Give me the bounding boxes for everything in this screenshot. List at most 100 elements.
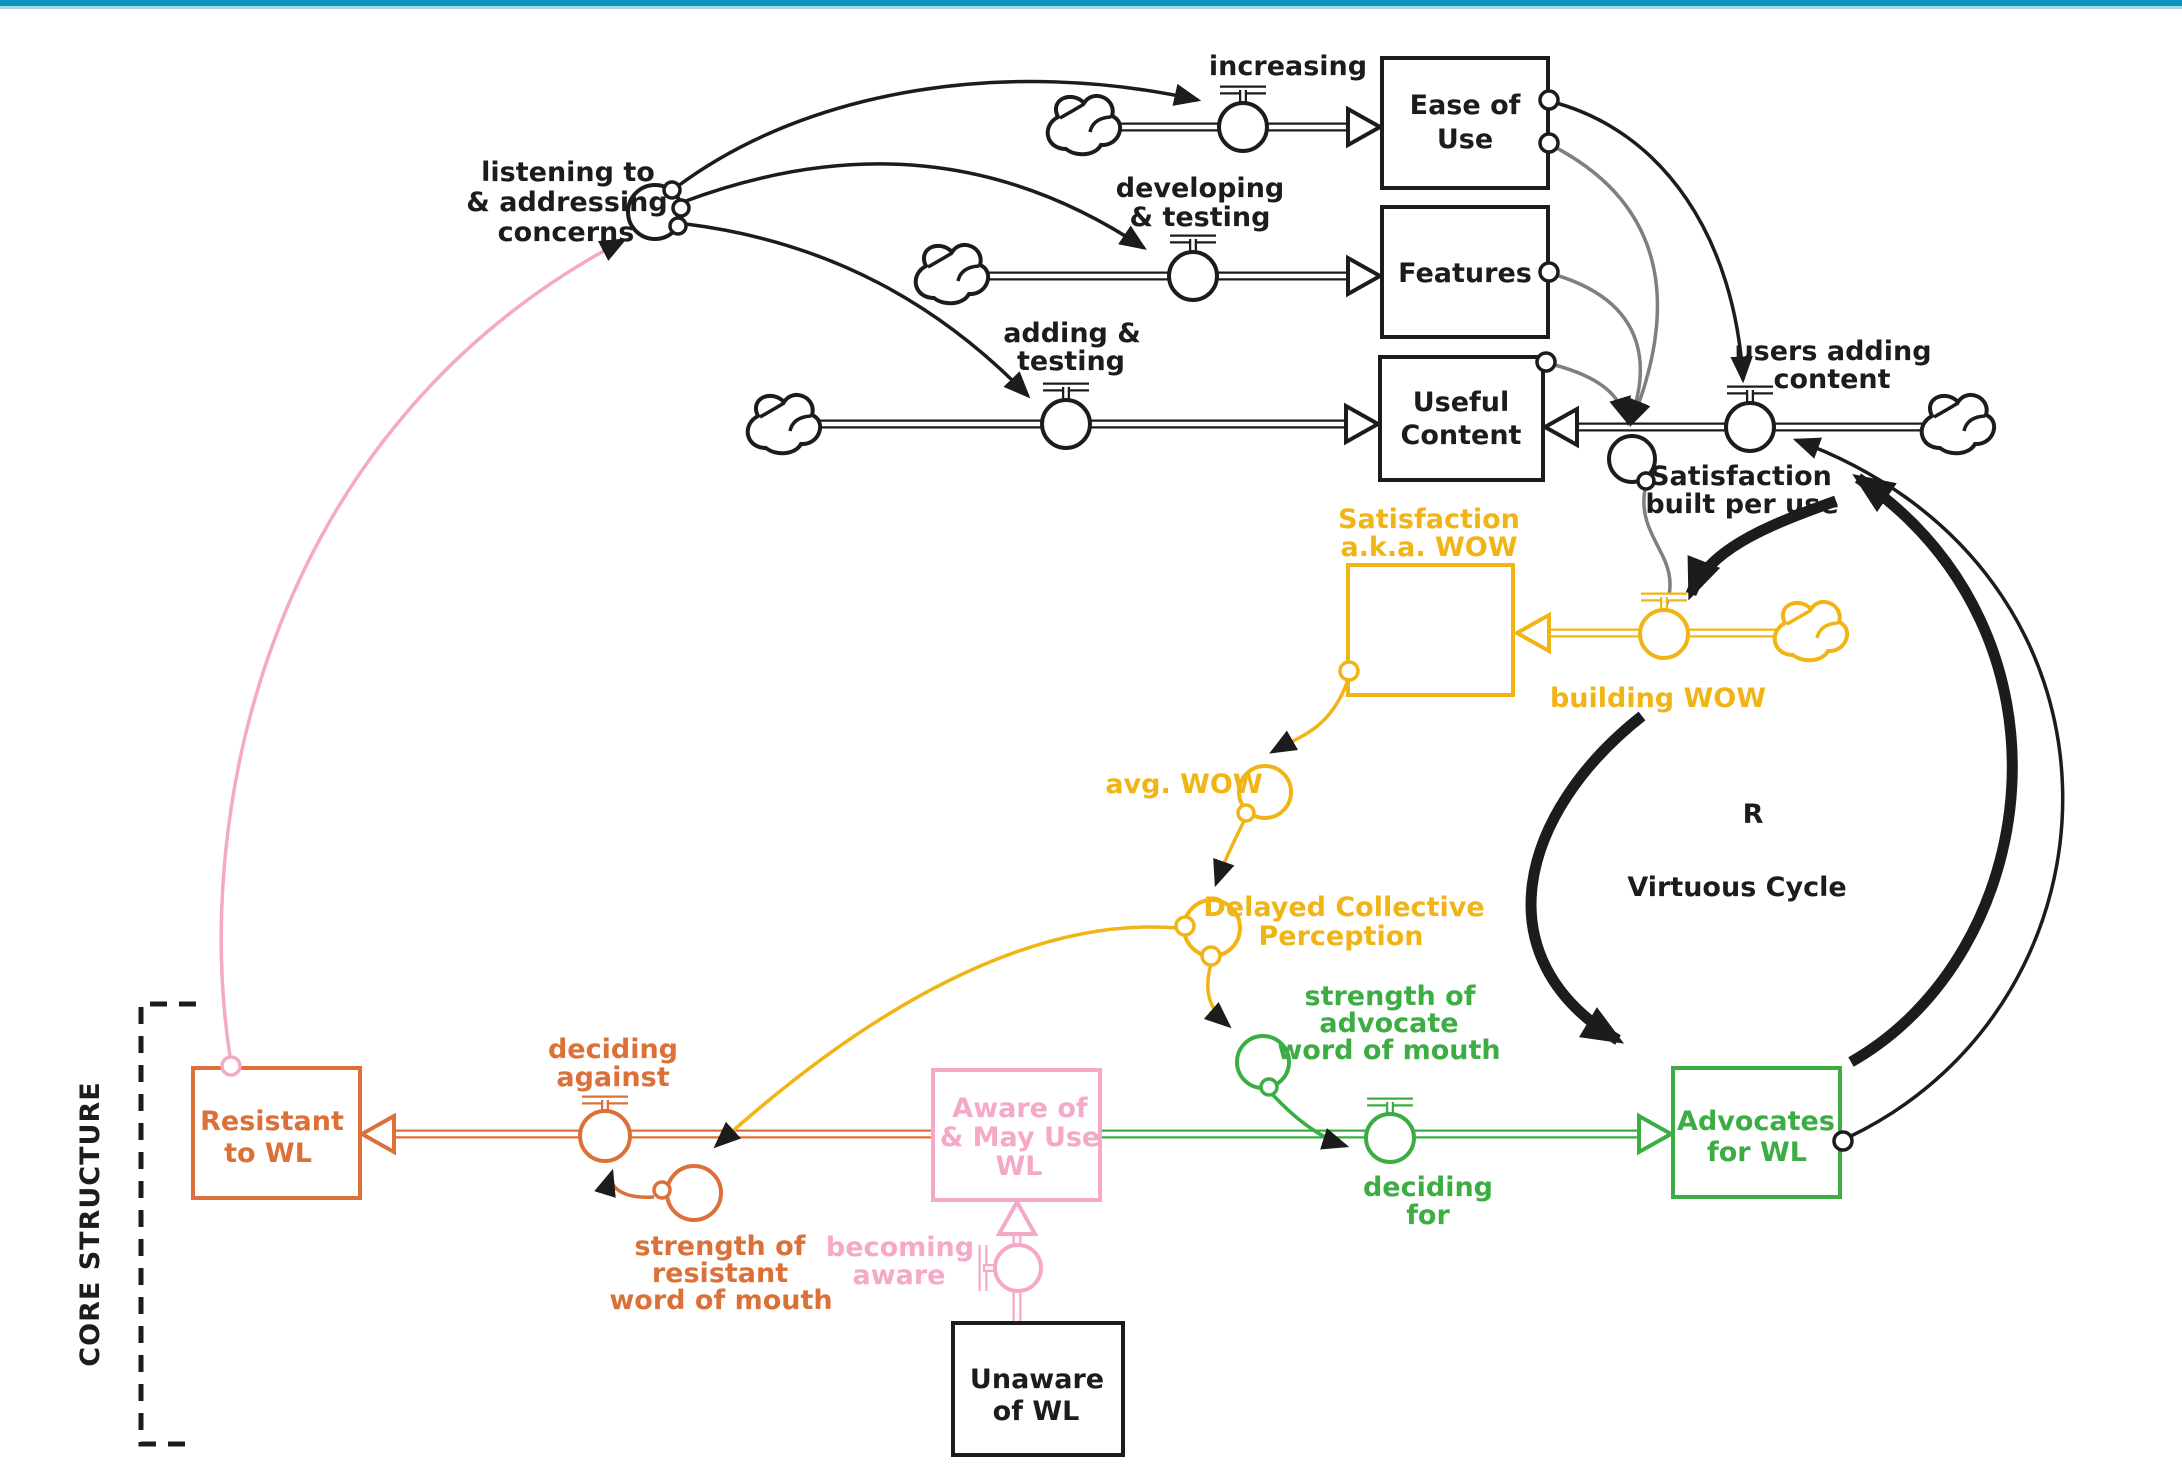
loop-arrows [1525,473,2018,1067]
label-deciding-for-1: deciding [1363,1172,1493,1203]
connector-ease-to-satisfaction-built [1548,142,1660,428]
label-users-adding-2: content [1773,364,1890,395]
label-deciding-for-2: for [1406,1200,1450,1231]
stock-unaware-of-wl[interactable]: Unaware of WL [951,1321,1125,1457]
valve-adding[interactable] [1040,382,1092,450]
label-listening-1: listening to [481,157,655,188]
converter-resistant-wom[interactable] [652,1164,723,1222]
label-avg-wow: avg. WOW [1105,769,1262,800]
core-structure-bracket: CORE STRUCTURE [75,1001,196,1447]
connector-advocates-to-users-valve [1792,437,2065,1139]
cloud-source-increasing[interactable] [1045,93,1123,157]
stock-unaware-label-2: of WL [993,1396,1080,1427]
cloud-source-building-wow[interactable] [1772,599,1850,663]
label-advocate-wom-1: strength of [1305,981,1476,1012]
port-features[interactable] [1538,261,1560,283]
port-satisfaction[interactable] [1338,660,1360,682]
connector-features-to-satisfaction-built [1548,271,1649,427]
stock-resistant-label-1: Resistant [200,1106,344,1137]
valve-developing[interactable] [1167,234,1219,302]
connector-satisfaction-built-to-building-wow [1642,488,1672,607]
label-deciding-against-2: against [556,1062,669,1093]
loop-arrow-building-wow-to-advocates [1525,711,1646,1045]
label-advocate-wom-2: advocate [1319,1008,1458,1039]
label-building-wow: building WOW [1550,683,1766,714]
cloud-source-adding[interactable] [745,392,823,456]
label-satisfaction-built-2: built per use [1645,489,1838,520]
connector-listening-to-increasing [676,79,1202,188]
stock-useful-content-label-2: Content [1401,420,1522,451]
label-loop-name: Virtuous Cycle [1627,872,1846,903]
connector-listening-to-developing [682,162,1147,250]
connector-listening-to-adding [685,222,1031,399]
loop-arrow-satisfaction-to-building-wow [1685,495,1838,601]
stock-ease-of-use-label-1: Ease of [1410,90,1521,121]
port-advocates[interactable] [1832,1130,1854,1152]
connector-perception-to-advocate-wom [1203,963,1232,1029]
flow-arrow-into-aware [995,1197,1039,1236]
converter-avg-wow[interactable] [1236,764,1293,823]
flow-arrow-into-satisfaction [1512,611,1551,655]
converter-satisfaction-built[interactable] [1607,434,1657,491]
top-accent-bar [0,0,2182,6]
converter-delayed-perception[interactable] [1174,898,1242,967]
label-adding-2: testing [1017,346,1125,377]
valve-increasing[interactable] [1217,85,1269,153]
label-perception-1: Delayed Collective [1203,892,1484,923]
flow-arrow-into-useful-left [1344,402,1383,446]
flow-arrow-into-advocates [1637,1112,1676,1156]
stock-aware-label-2: & May Use [940,1122,1101,1153]
port-useful-content[interactable] [1535,351,1557,373]
converter-advocate-wom[interactable] [1235,1034,1291,1097]
flow-arrow-into-ease [1346,105,1385,149]
connector-perception-to-resistant-wom [713,925,1179,1149]
label-loop-id: R [1743,799,1764,830]
stock-satisfaction-label-1: Satisfaction [1338,504,1520,535]
stock-aware-label-3: WL [996,1151,1043,1182]
valve-becoming-aware[interactable] [978,1243,1043,1293]
cloud-source-developing[interactable] [913,242,991,306]
connector-useful-to-satisfaction-built [1546,361,1631,425]
stock-advocates-label-1: Advocates [1677,1106,1835,1137]
stock-resistant-label-2: to WL [224,1138,312,1169]
stock-ease-of-use[interactable]: Ease of Use [1380,56,1550,190]
converter-listening[interactable] [626,180,691,241]
port-resistant[interactable] [220,1055,242,1077]
label-becoming-aware-1: becoming [826,1232,974,1263]
stock-advocates-for-wl[interactable]: Advocates for WL [1671,1066,1842,1199]
stock-resistant-to-wl[interactable]: Resistant to WL [191,1066,362,1200]
label-deciding-against-1: deciding [548,1034,678,1065]
valve-building-wow[interactable] [1638,592,1690,660]
port-ease-top[interactable] [1538,89,1560,111]
connector-ease-to-users-valve [1548,99,1753,384]
stock-aware-label-1: Aware of [952,1093,1088,1124]
stock-aware-of-wl[interactable]: Aware of & May Use WL [931,1068,1102,1202]
stock-ease-of-use-label-2: Use [1437,124,1493,155]
label-becoming-aware-2: aware [852,1260,945,1291]
label-developing-2: & testing [1130,202,1271,233]
stock-advocates-label-2: for WL [1707,1137,1807,1168]
label-resistant-wom-3: word of mouth [609,1285,832,1316]
stock-satisfaction-label-2: a.k.a. WOW [1340,532,1517,563]
stock-useful-content[interactable]: Useful Content [1378,355,1545,482]
valve-deciding-for[interactable] [1364,1097,1416,1164]
label-resistant-wom-2: resistant [652,1258,788,1289]
label-resistant-wom-1: strength of [635,1231,806,1262]
cloud-source-users-adding[interactable] [1919,392,1997,456]
label-listening-3: concerns [498,217,635,248]
stock-features-label: Features [1398,258,1532,289]
port-ease-bottom[interactable] [1538,132,1560,154]
top-accent-bar-light [0,6,2182,9]
stock-features[interactable]: Features [1380,205,1550,339]
label-adding-1: adding & [1003,318,1141,349]
label-perception-2: Perception [1259,921,1424,952]
loop-arrow-advocates-to-satisfaction [1848,473,2018,1067]
connector-resistant-wom-to-deciding-against [594,1168,655,1199]
connector-avg-wow-to-perception [1213,820,1246,888]
flow-arrow-into-useful-right [1540,405,1579,449]
stock-satisfaction-wow[interactable]: Satisfaction a.k.a. WOW [1338,504,1520,697]
flow-arrow-into-features [1346,254,1385,298]
valve-users-adding[interactable] [1724,385,1776,453]
valve-deciding-against[interactable] [578,1095,632,1163]
